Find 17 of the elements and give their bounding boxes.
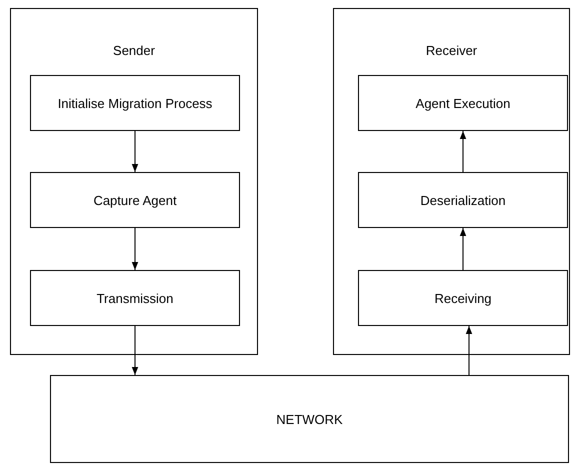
process-box: NETWORK [50,375,569,463]
arrow [132,228,138,270]
arrow [132,326,138,376]
process-box: Capture Agent [30,172,240,228]
process-box: Deserialization [358,172,568,228]
process-box: Initialise Migration Process [30,75,240,131]
group-box [10,8,258,355]
arrow [460,130,466,172]
process-box: Agent Execution [358,75,568,131]
process-box: Receiving [358,270,568,326]
group-title: Receiver [424,43,478,58]
group-box [333,8,570,355]
arrow [132,130,138,172]
arrow [466,326,472,376]
process-box: Transmission [30,270,240,326]
arrow [460,228,466,270]
group-title: Sender [112,43,156,58]
